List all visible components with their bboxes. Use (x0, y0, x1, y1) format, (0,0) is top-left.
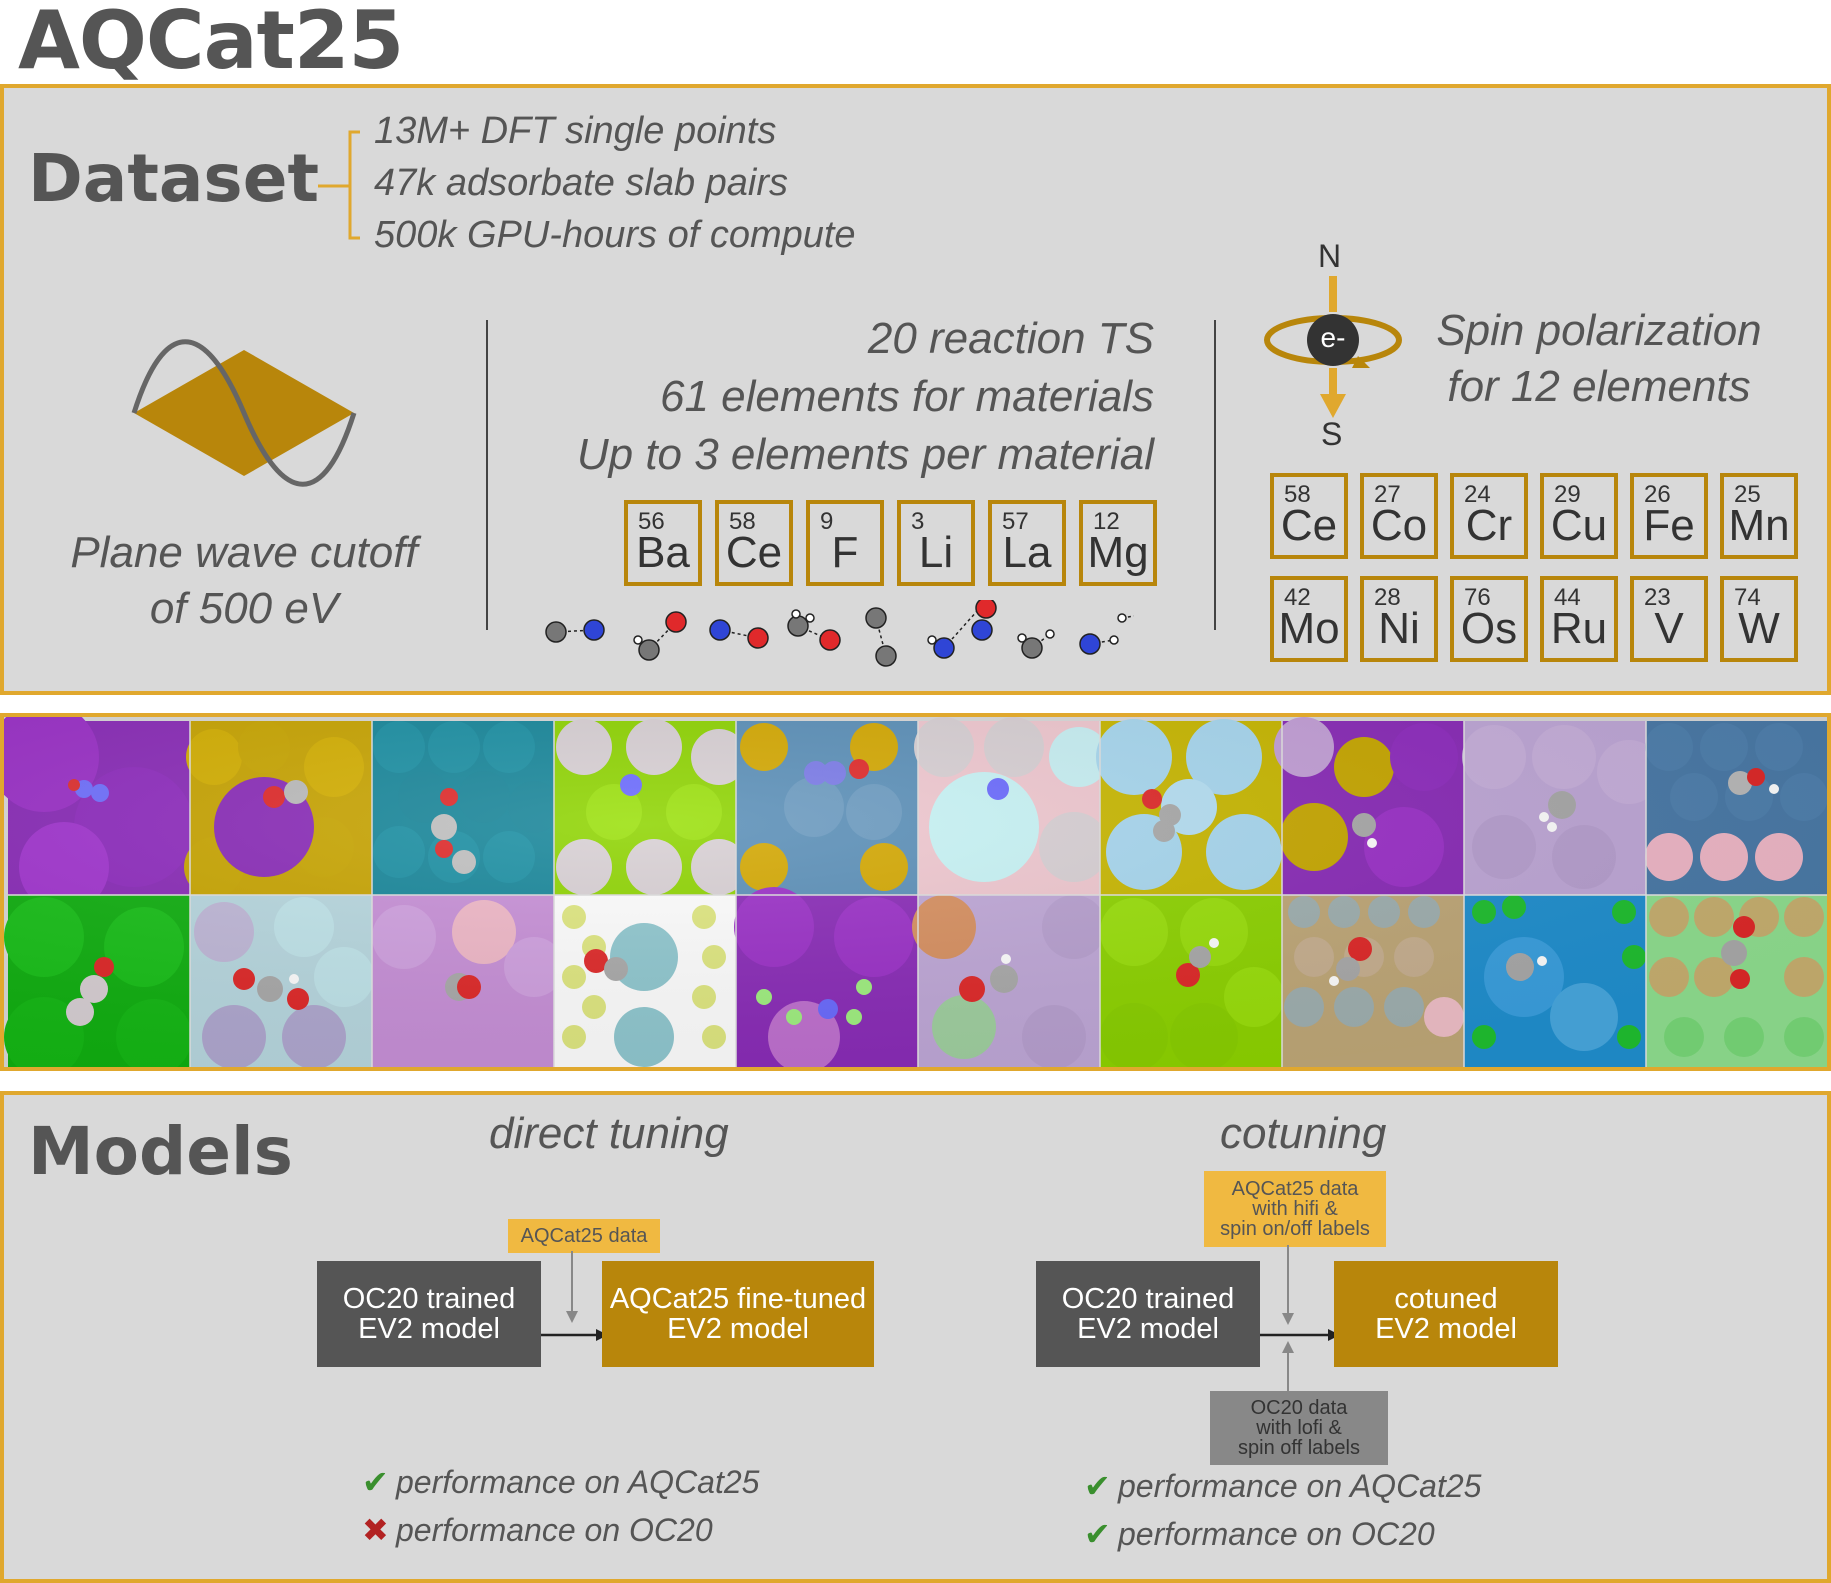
bullet-bracket (318, 130, 360, 240)
spin-text-line-1: Spin polarization (1436, 306, 1762, 355)
reaction-line-3: Up to 3 elements per material (576, 430, 1154, 479)
cotuning-perf-2: ✔performance on OC20 (1084, 1516, 1435, 1552)
electron-label: e- (1320, 322, 1346, 353)
direct-tuning-title: direct tuning (489, 1109, 729, 1158)
spin-text-line-2: for 12 elements (1447, 362, 1751, 411)
dataset-bullet-2: 47k adsorbate slab pairs (374, 162, 789, 204)
structure-image-strip (0, 713, 1831, 1071)
check-icon: ✔ (1084, 1468, 1111, 1504)
reaction-line-1: 20 reaction TS (867, 314, 1154, 363)
reaction-line-2: 61 elements for materials (660, 372, 1154, 421)
page-title: AQCat25 (18, 0, 404, 87)
models-heading: Models (28, 1113, 293, 1190)
plane-wave-line-2: of 500 eV (149, 584, 339, 633)
cotuning-title: cotuning (1220, 1109, 1387, 1158)
molecule-row (545, 600, 1134, 667)
dataset-heading: Dataset (28, 140, 320, 217)
direct-perf-2: ✖performance on OC20 (362, 1512, 713, 1548)
spin-icon (1264, 276, 1402, 418)
spin-south-label: S (1321, 416, 1343, 452)
check-icon: ✔ (1084, 1516, 1111, 1552)
spin-north-label: N (1318, 238, 1342, 274)
dataset-panel: Dataset 13M+ DFT single points 47k adsor… (0, 84, 1831, 695)
direct-data-tag: AQCat25 data (508, 1219, 660, 1253)
divider-left (486, 320, 488, 630)
structure-renders (4, 717, 1827, 1067)
direct-perf-1: ✔performance on AQCat25 (362, 1464, 760, 1500)
dataset-bullet-1: 13M+ DFT single points (374, 110, 777, 152)
divider-right (1214, 320, 1216, 630)
plane-wave-line-1: Plane wave cutoff (70, 528, 418, 577)
cross-icon: ✖ (362, 1512, 389, 1548)
check-icon: ✔ (362, 1464, 389, 1500)
plane-wave-icon (131, 339, 357, 487)
cotuning-perf-1: ✔performance on AQCat25 (1084, 1468, 1482, 1504)
models-panel: Models direct tuning AQCat25 data OC20 t… (0, 1091, 1831, 1583)
dataset-bullet-3: 500k GPU-hours of compute (374, 214, 856, 256)
